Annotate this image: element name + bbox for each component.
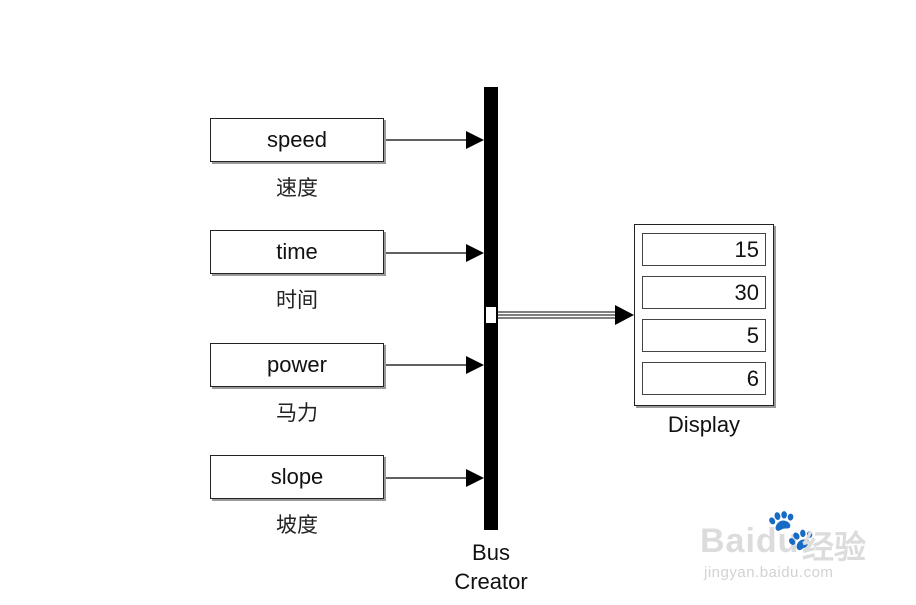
- source-caption: 马力: [276, 401, 318, 425]
- arrowhead-speed: [466, 131, 484, 149]
- source-block-label: time: [276, 239, 318, 264]
- arrowhead-time: [466, 244, 484, 262]
- source-block-label: power: [267, 352, 327, 377]
- source-caption: 速度: [276, 176, 318, 200]
- bus-caption-line1: Bus: [472, 540, 510, 565]
- paw-icon: 🐾: [766, 508, 816, 552]
- source-block-label: speed: [267, 127, 327, 152]
- source-block-time[interactable]: time: [210, 230, 384, 274]
- display-value: 30: [642, 276, 766, 309]
- source-block-speed[interactable]: speed: [210, 118, 384, 162]
- watermark-url: jingyan.baidu.com: [704, 564, 834, 581]
- bus-output-port: [485, 306, 497, 324]
- display-caption: Display: [667, 412, 741, 437]
- source-block-label: slope: [270, 464, 324, 489]
- display-value: 15: [642, 233, 766, 266]
- watermark-product: 经验: [802, 528, 867, 566]
- display-value: 5: [642, 319, 766, 352]
- bus-caption-line2: Creator: [454, 569, 528, 594]
- watermark-brand: Baidu: [700, 522, 800, 560]
- arrowhead-bus: [615, 305, 634, 325]
- bus-line: [498, 311, 618, 319]
- display-value: 6: [642, 362, 766, 395]
- baidu-watermark: Baidu 🐾 经验 jingyan.baidu.com: [700, 500, 880, 590]
- source-block-slope[interactable]: slope: [210, 455, 384, 499]
- source-caption: 坡度: [276, 513, 318, 537]
- source-caption: 时间: [276, 288, 318, 312]
- bus-creator-caption: Bus Creator: [430, 538, 552, 596]
- display-block[interactable]: 15 30 5 6: [634, 224, 774, 406]
- source-block-power[interactable]: power: [210, 343, 384, 387]
- arrowhead-power: [466, 356, 484, 374]
- arrowhead-slope: [466, 469, 484, 487]
